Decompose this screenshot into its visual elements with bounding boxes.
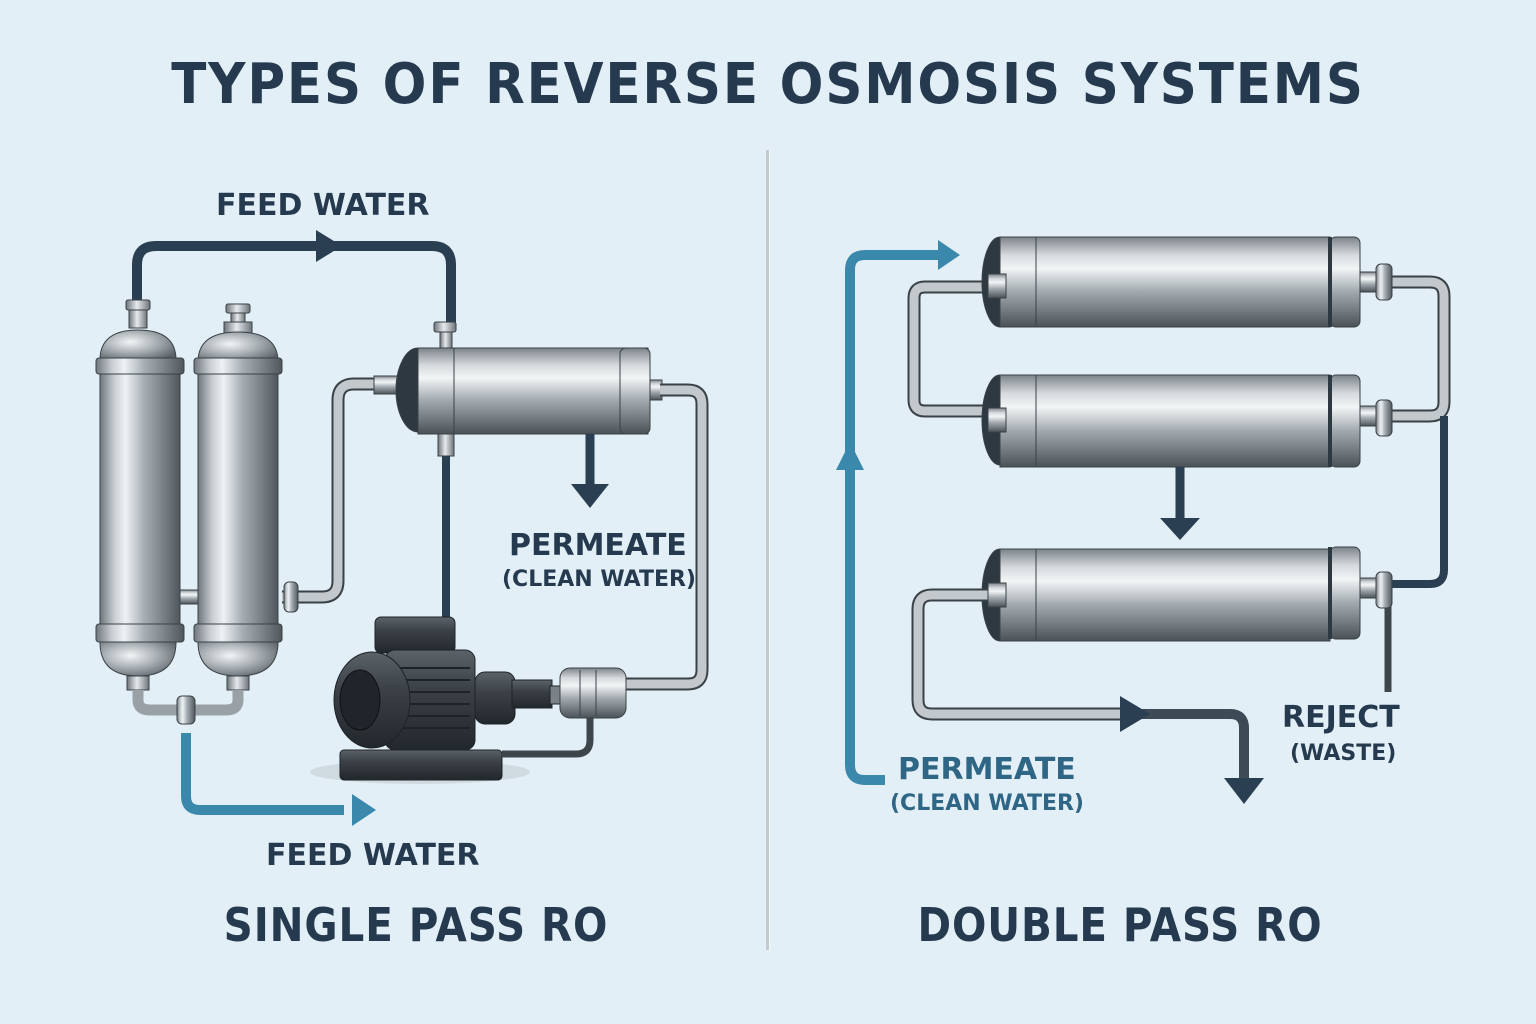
pipe-left-1-2 <box>907 280 990 418</box>
arrow-down-icon <box>1160 518 1200 540</box>
arrow-right-icon <box>938 240 960 270</box>
arrow-right-icon <box>316 230 342 262</box>
single-pass-heading: SINGLE PASS RO <box>223 898 609 952</box>
ro-membrane-2 <box>981 374 1393 468</box>
section-divider <box>766 150 770 950</box>
arrow-right-icon <box>1120 696 1150 732</box>
arrow-right-icon <box>352 794 376 826</box>
feed-water-top-label: FEED WATER <box>216 188 430 223</box>
permeate-label-double: PERMEATE <box>898 752 1076 787</box>
permeate-output-pipe <box>911 582 1264 804</box>
ro-membrane-3 <box>981 546 1393 642</box>
double-pass-heading: DOUBLE PASS RO <box>917 898 1323 952</box>
ro-membrane-housing <box>395 321 663 457</box>
permeate-sub-label-double: (CLEAN WATER) <box>890 791 1084 816</box>
pipe-right-1-2 <box>1380 275 1451 423</box>
feed-water-top-flow <box>132 230 456 325</box>
arrow-down-icon <box>1224 778 1264 804</box>
reject-sub-label: (WASTE) <box>1290 741 1397 766</box>
permeate-arrow-single <box>571 434 609 508</box>
ro-membrane-1 <box>981 236 1393 328</box>
permeate-label-single: PERMEATE <box>509 528 687 563</box>
reject-label: REJECT <box>1282 700 1400 735</box>
reject-line-upper <box>1392 416 1448 588</box>
high-pressure-pump <box>310 616 627 784</box>
arrow-down-icon <box>571 484 609 508</box>
vessel-to-membrane-pipe <box>282 375 399 613</box>
reject-return-pipe <box>624 383 709 691</box>
interstage-arrow <box>1160 467 1200 540</box>
page-title: TYPES OF REVERSE OSMOSIS SYSTEMS <box>171 52 1365 117</box>
permeate-return-flow <box>836 240 960 785</box>
feed-water-bottom-label: FEED WATER <box>266 838 480 873</box>
pre-filter-vessel-2 <box>193 303 283 691</box>
permeate-sub-label-single: (CLEAN WATER) <box>502 567 696 592</box>
pre-filter-vessel-1 <box>95 299 185 691</box>
feed-water-bottom-flow <box>181 733 376 826</box>
vessel-connector <box>179 589 199 605</box>
